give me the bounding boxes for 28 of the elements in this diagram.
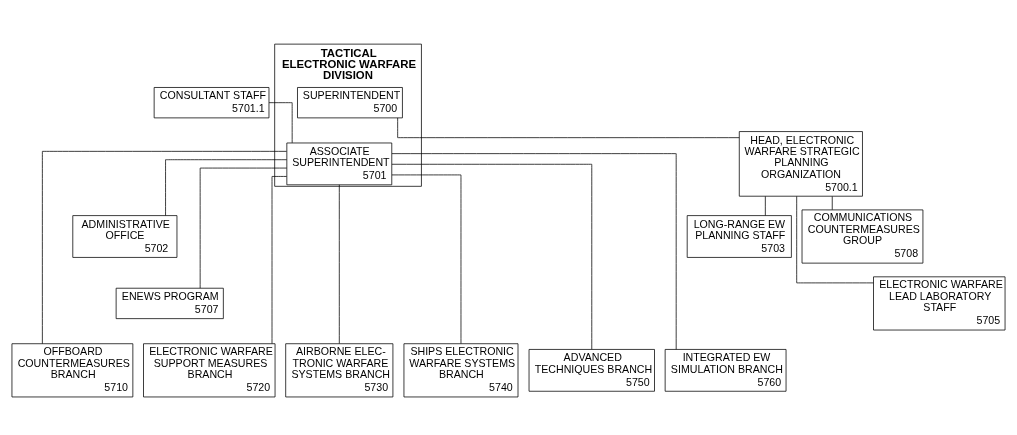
- connector: [271, 176, 287, 344]
- node-box: OFFBOARD COUNTERMEASURES BRANCH 5710: [11, 343, 134, 398]
- connector: [338, 184, 340, 344]
- node-box: ADMINISTRATIVE OFFICE 5702: [72, 215, 178, 258]
- node-box: ASSOCIATE SUPERINTENDENT 5701: [286, 142, 393, 186]
- node-box: ADVANCED TECHNIQUES BRANCH 5750: [528, 349, 655, 392]
- connector: [391, 153, 677, 350]
- connector: [165, 159, 288, 216]
- node-box: HEAD, ELECTRONIC WARFARE STRATEGIC PLANNING ORGANIZATION 5700.1: [738, 131, 863, 197]
- node-box: ELECTRONIC WARFARE SUPPORT MEASURES BRANCH 5720: [143, 343, 276, 398]
- node-box: SHIPS ELECTRONIC WARFARE SYSTEMS BRANCH 5740: [403, 343, 519, 398]
- connector: [199, 167, 288, 289]
- node-box: LONG-RANGE EW PLANNING STAFF 5703: [686, 215, 792, 258]
- connector: [831, 196, 833, 211]
- connector: [42, 150, 287, 345]
- connector: [764, 196, 766, 216]
- connector: [268, 102, 293, 144]
- connector: [391, 163, 593, 350]
- node-box: ENEWS PROGRAM 5707: [115, 287, 224, 319]
- node-box: AIRBORNE ELEC- TRONIC WARFARE SYSTEMS BRANCH 5730: [285, 343, 394, 398]
- connector: [391, 174, 462, 344]
- node-box: ELECTRONIC WARFARE LEAD LABORATORY STAFF 5705: [873, 276, 1006, 331]
- node-box: COMMUNICATIONS COUNTERMEASURES GROUP 5708: [801, 209, 924, 264]
- connector: [397, 117, 740, 139]
- node-box: INTEGRATED EW SIMULATION BRANCH 5760: [664, 349, 787, 392]
- connector: [796, 196, 874, 284]
- node-box: CONSULTANT STAFF 5701.1: [153, 87, 270, 119]
- node-box: SUPERINTENDENT 5700: [297, 87, 403, 119]
